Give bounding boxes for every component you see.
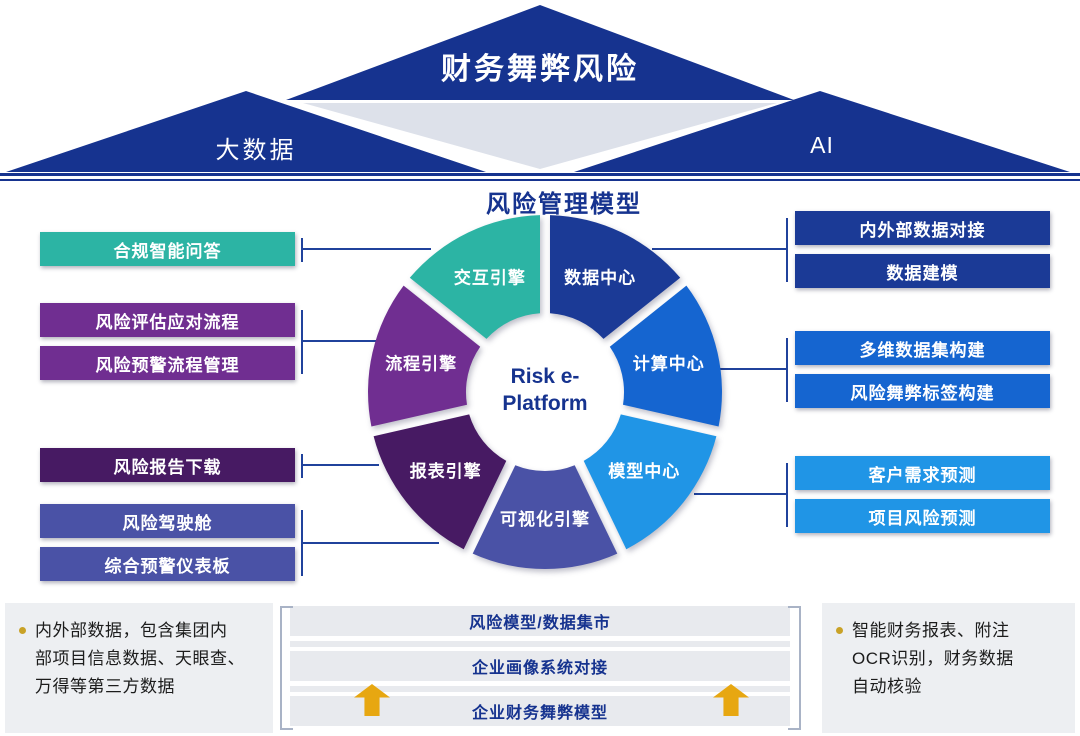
- connector-line: [301, 248, 431, 250]
- connector-line: [301, 542, 439, 544]
- connector-line: [786, 338, 788, 402]
- note-line: 内外部数据，包含集团内: [35, 621, 228, 640]
- donut-segment-label-5: 流程引擎: [385, 354, 457, 374]
- connector-line: [716, 368, 788, 370]
- donut-segment-label-4: 报表引擎: [410, 461, 482, 481]
- feature-box-project-risk: 项目风险预测: [795, 499, 1050, 533]
- platform-center-label: Risk e- Platform: [465, 363, 625, 417]
- bottom-left-note: 内外部数据，包含集团内 部项目信息数据、天眼查、 万得等第三方数据: [35, 617, 245, 701]
- donut-segment-6: [409, 215, 540, 339]
- divider-bar: [290, 686, 790, 692]
- donut-segment-label-2: 模型中心: [608, 461, 680, 481]
- connector-line: [652, 248, 788, 250]
- bottom-left-panel: 内外部数据，包含集团内 部项目信息数据、天眼查、 万得等第三方数据: [5, 603, 273, 733]
- feature-box-compliance-qa: 合规智能问答: [40, 232, 295, 266]
- note-line: 智能财务报表、附注: [852, 621, 1010, 640]
- feature-box-data-connection: 内外部数据对接: [795, 211, 1050, 245]
- bracket: [799, 606, 801, 730]
- connector-line: [786, 218, 788, 282]
- divider-bar: [290, 641, 790, 647]
- note-line: OCR识别，财务数据: [852, 649, 1014, 668]
- donut-segment-label-0: 数据中心: [564, 268, 636, 288]
- bracket: [788, 728, 801, 730]
- donut-segment-label-1: 计算中心: [633, 354, 705, 374]
- bottom-right-panel: 智能财务报表、附注 OCR识别，财务数据 自动核验: [822, 603, 1075, 733]
- bullet-icon: [19, 627, 26, 634]
- layer-bar-profile-system: 企业画像系统对接: [290, 651, 790, 681]
- bracket: [280, 606, 282, 730]
- pyramid-reflection-triangle: [303, 103, 777, 169]
- bracket: [280, 728, 293, 730]
- donut-segment-0: [550, 215, 681, 339]
- header-rule: [0, 173, 1080, 176]
- feature-box-fraud-labels: 风险舞弊标签构建: [795, 374, 1050, 408]
- platform-center-line1: Risk e-: [510, 365, 580, 388]
- note-line: 万得等第三方数据: [35, 677, 175, 696]
- connector-line: [301, 340, 386, 342]
- donut-segment-2: [583, 414, 717, 550]
- layer-bar-risk-datamart: 风险模型/数据集市: [290, 606, 790, 636]
- connector-line: [786, 463, 788, 527]
- feature-box-warning-dashboard: 综合预警仪表板: [40, 547, 295, 581]
- header-rule: [0, 179, 1080, 181]
- donut-segment-1: [609, 285, 722, 427]
- bracket: [788, 606, 801, 608]
- donut-segment-4: [373, 414, 507, 550]
- donut-segment-label-6: 交互引擎: [454, 268, 526, 288]
- connector-line: [301, 454, 303, 478]
- note-line: 自动核验: [852, 677, 922, 696]
- pyramid-graphic: [6, 5, 1070, 172]
- pyramid-main-label: 财务舞弊风险: [441, 53, 639, 86]
- connector-line: [301, 238, 303, 262]
- donut-segment-label-3: 可视化引擎: [500, 509, 590, 529]
- feature-box-risk-assessment: 风险评估应对流程: [40, 303, 295, 337]
- bracket: [280, 606, 293, 608]
- feature-box-report-download: 风险报告下载: [40, 448, 295, 482]
- donut-segment-3: [472, 465, 618, 570]
- feature-box-demand-forecast: 客户需求预测: [795, 456, 1050, 490]
- feature-box-risk-cockpit: 风险驾驶舱: [40, 504, 295, 538]
- pyramid-right-label: AI: [810, 132, 834, 158]
- feature-box-data-modeling: 数据建模: [795, 254, 1050, 288]
- pyramid-left-triangle: [6, 91, 486, 172]
- bottom-right-note: 智能财务报表、附注 OCR识别，财务数据 自动核验: [852, 617, 1014, 701]
- note-line: 部项目信息数据、天眼查、: [35, 649, 245, 668]
- feature-box-risk-warning-flow: 风险预警流程管理: [40, 346, 295, 380]
- connector-line: [694, 493, 788, 495]
- connector-line: [301, 464, 379, 466]
- donut-segment-5: [368, 285, 481, 427]
- feature-box-cube-building: 多维数据集构建: [795, 331, 1050, 365]
- pyramid-main-triangle: [286, 5, 794, 100]
- pyramid-left-label: 大数据: [215, 137, 297, 164]
- connector-line: [301, 310, 303, 374]
- section-title: 风险管理模型: [486, 191, 642, 218]
- platform-center-line2: Platform: [502, 392, 588, 415]
- pyramid-right-triangle: [574, 91, 1070, 172]
- bullet-icon: [836, 627, 843, 634]
